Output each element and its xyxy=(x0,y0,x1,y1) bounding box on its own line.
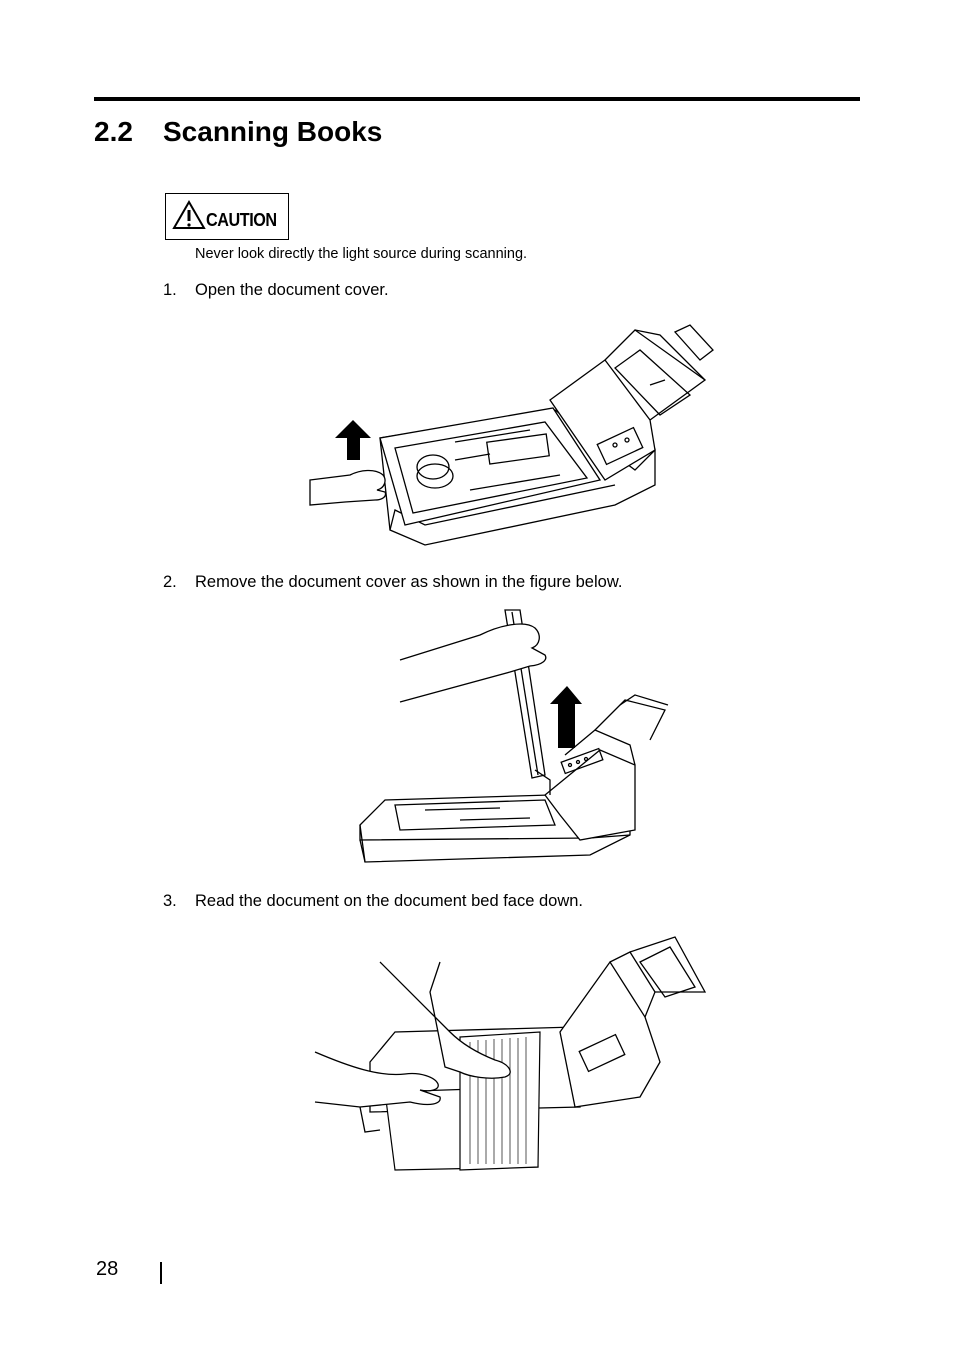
header-rule xyxy=(94,97,860,101)
warning-triangle-icon xyxy=(172,200,206,230)
figure-open-cover xyxy=(305,320,720,550)
section-heading: 2.2 Scanning Books xyxy=(94,116,382,148)
up-arrow-icon xyxy=(335,420,371,460)
step-number: 1. xyxy=(163,281,177,299)
step-number: 2. xyxy=(163,573,177,591)
figure-remove-cover xyxy=(350,600,680,870)
up-arrow-icon xyxy=(550,686,582,748)
caution-text: Never look directly the light source dur… xyxy=(195,246,528,262)
step-3: 3. Read the document on the document bed … xyxy=(163,892,583,911)
caution-box: CAUTION xyxy=(165,193,289,240)
figure-book-on-bed xyxy=(310,932,715,1177)
page-number: 28 xyxy=(96,1258,119,1280)
step-number: 3. xyxy=(163,892,177,910)
step-text: Read the document on the document bed fa… xyxy=(195,892,584,910)
step-text: Open the document cover. xyxy=(195,281,389,299)
caution-label: CAUTION xyxy=(206,210,277,230)
step-text: Remove the document cover as shown in th… xyxy=(195,573,623,591)
section-number: 2.2 xyxy=(94,116,133,147)
step-1: 1. Open the document cover. xyxy=(163,281,389,300)
section-title: Scanning Books xyxy=(163,116,383,147)
step-2: 2. Remove the document cover as shown in … xyxy=(163,573,622,592)
footer-divider xyxy=(160,1262,162,1284)
